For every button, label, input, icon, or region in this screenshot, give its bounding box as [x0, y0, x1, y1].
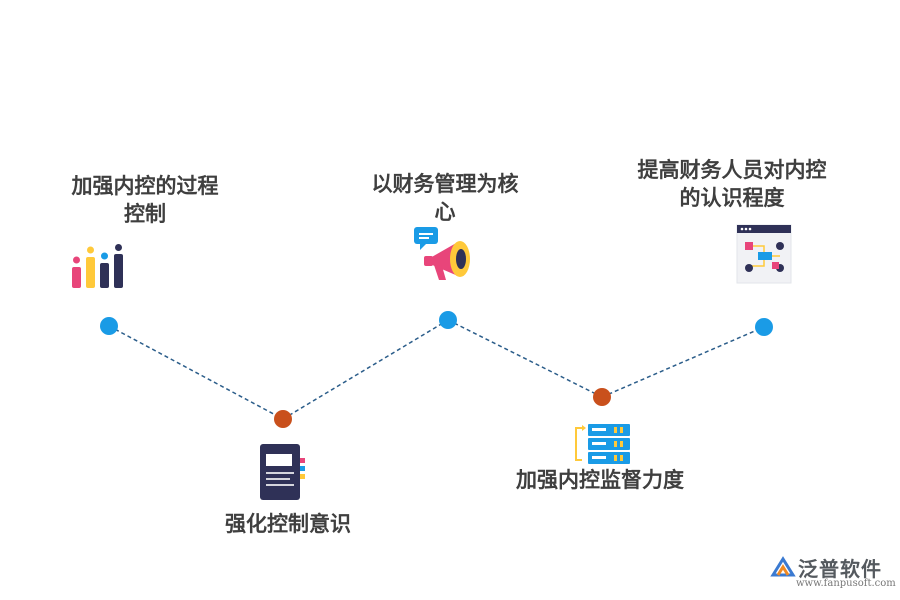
flowchart-icon: [736, 224, 792, 284]
node-dot-3: [439, 311, 457, 329]
node-dot-2: [274, 410, 292, 428]
connector-lines: [108, 319, 765, 420]
connector-line-1: [108, 325, 284, 420]
document-icon: [260, 444, 305, 500]
connector-line-4: [601, 326, 765, 398]
server-rack-icon: [575, 424, 630, 464]
node-dots: [100, 311, 773, 428]
bar-chart-icon: [72, 244, 123, 288]
node-dot-5: [755, 318, 773, 336]
connector-line-3: [447, 319, 603, 398]
megaphone-icon: [414, 227, 470, 280]
brand-logo-icon: [770, 556, 796, 577]
node-label-2: 强化控制意识: [225, 512, 351, 536]
node-label-5: 提高财务人员对内控的认识程度: [637, 158, 827, 210]
node-dot-1: [100, 317, 118, 335]
node-label-3: 以财务管理为核心: [371, 172, 519, 224]
brand-name: 泛普软件: [798, 557, 882, 581]
node-dot-4: [593, 388, 611, 406]
node-label-1: 加强内控的过程控制: [71, 174, 219, 226]
brand-url: www.fanpusoft.com: [796, 578, 896, 589]
connector-line-2: [282, 319, 449, 420]
brand-logo: 泛普软件 www.fanpusoft.com: [770, 553, 896, 595]
node-label-4: 加强内控监督力度: [516, 468, 684, 492]
